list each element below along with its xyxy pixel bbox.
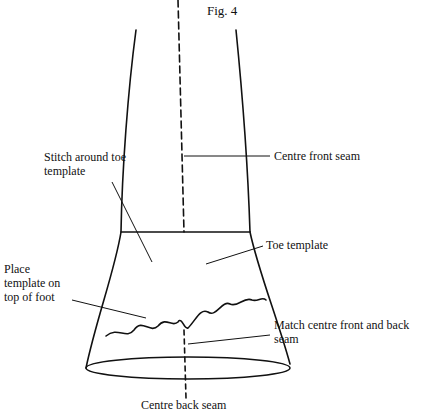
- callout-label: Match centre front and back seam: [274, 318, 424, 346]
- leader-line: [72, 300, 146, 318]
- callout-label: Centre back seam: [141, 398, 226, 412]
- foot-opening: [86, 357, 290, 379]
- centre-front-seam: [178, 0, 184, 232]
- callout-label: Stitch around toe template: [44, 150, 144, 178]
- stitch-line: [106, 299, 266, 336]
- centre-back-seam: [184, 330, 186, 398]
- sock-outline: [86, 30, 136, 368]
- callout-label: Place template on top of foot: [4, 262, 70, 304]
- leader-line: [188, 335, 270, 344]
- template-edge: [121, 231, 250, 233]
- callout-label: Centre front seam: [274, 149, 414, 163]
- leader-line: [112, 182, 152, 262]
- figure-title: Fig. 4: [207, 4, 237, 18]
- callout-label: Toe template: [266, 238, 386, 252]
- leader-line: [206, 246, 263, 264]
- leader-line: [184, 156, 270, 157]
- sock-outline: [236, 30, 290, 364]
